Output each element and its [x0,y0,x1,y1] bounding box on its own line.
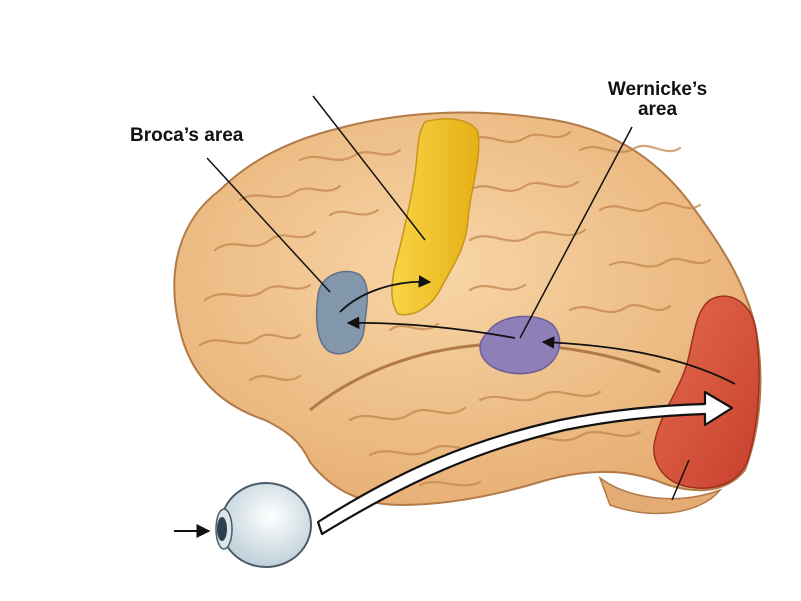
gyri-texture [198,130,712,487]
brocas-area-label: Broca’s area [130,125,244,146]
brain-cerebrum [173,111,762,507]
motor-cortex-region [391,118,480,316]
broca-to-motor-arrow [339,275,432,313]
visual-cortex-leader-line [671,459,690,501]
visual-pathway-arrow [316,390,734,536]
wernickes-area-label-line1: Wernicke’s [607,79,708,100]
wernicke-leader-line [519,126,633,339]
broca-leader-line [206,157,331,293]
brocas-area-region [315,270,368,355]
wernickes-area-label-line2: area [637,99,678,120]
motor-cortex-leader-line [312,95,426,241]
visual-to-wernicke-arrow [541,336,736,385]
wernickes-area-label: Wernicke’s area [600,80,715,120]
iris [217,517,227,541]
cerebellum [598,475,723,515]
eye [215,482,312,568]
eyeball [220,482,312,568]
wernicke-to-broca-arrow [346,316,516,339]
